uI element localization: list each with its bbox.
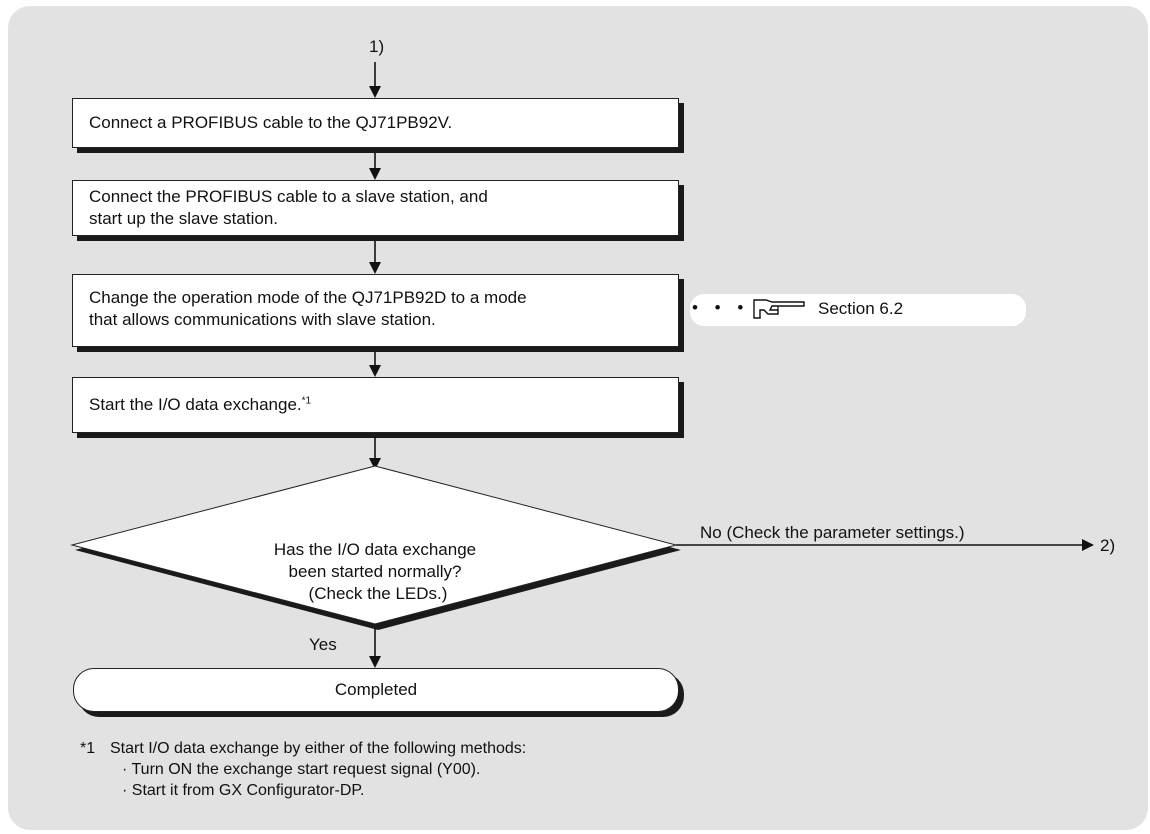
yes-branch-label: Yes [309,635,337,654]
step-start-exchange: Start the I/O data exchange.*1 [72,377,679,433]
step-text: that allows communications with slave st… [89,310,436,329]
step-text: Change the operation mode of the QJ71PB9… [89,288,527,307]
terminal-completed: Completed [73,668,679,712]
pointing-hand-icon [753,299,805,319]
decision-line: (Check the LEDs.) [308,584,448,603]
connector-in-label: 1) [369,37,385,56]
decision-line: Has the I/O data exchange [273,540,477,559]
step-text: Connect a PROFIBUS cable to the QJ71PB92… [89,113,453,132]
footnote-item: · Turn ON the exchange start request sig… [122,761,481,778]
decision-text: Has the I/O data exchange been started n… [230,539,520,605]
section-reference[interactable]: • • • Section 6.2 [690,294,1026,326]
step-text: start up the slave station. [89,209,278,228]
footnote-marker: *1 [301,395,312,407]
reference-dots: • • • [692,298,750,317]
footnote-item: · Start it from GX Configurator-DP. [122,782,365,799]
connector-out-label: 2) [1100,536,1116,555]
step-text: Connect the PROFIBUS cable to a slave st… [89,187,488,206]
footnote-text: Start I/O data exchange by either of the… [110,740,527,757]
step-change-mode: Change the operation mode of the QJ71PB9… [72,274,679,347]
decision-diamond [70,465,678,625]
step-connect-slave: Connect the PROFIBUS cable to a slave st… [72,180,679,236]
no-branch-label: No (Check the parameter settings.) [700,523,965,542]
step-text: Start the I/O data exchange. [89,395,302,414]
footnote-mark: *1 [80,740,96,757]
decision-line: been started normally? [288,562,462,581]
reference-label: Section 6.2 [818,299,904,318]
footnote: *1 Start I/O data exchange by either of t… [80,738,526,801]
terminal-label: Completed [334,680,418,699]
step-connect-cable: Connect a PROFIBUS cable to the QJ71PB92… [72,98,679,148]
